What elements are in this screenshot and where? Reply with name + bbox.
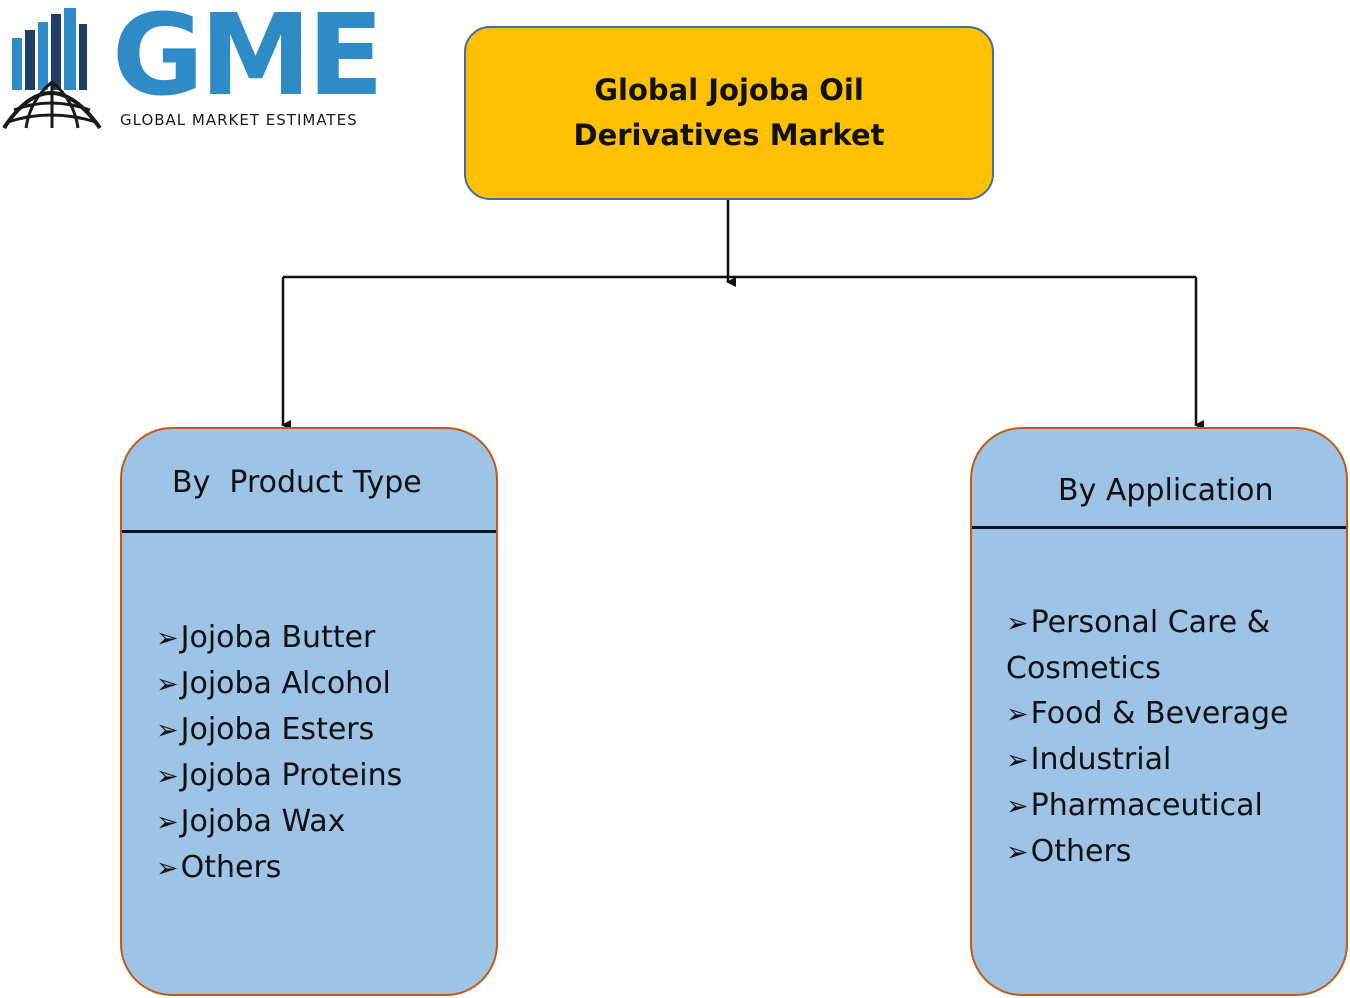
application-header: By Application bbox=[1058, 473, 1274, 508]
gme-logo: GME GLOBAL MARKET ESTIMATES bbox=[0, 0, 384, 135]
list-item: ➢Others bbox=[1006, 829, 1336, 875]
list-item-label: Food & Beverage bbox=[1030, 696, 1289, 731]
list-item: ➢Others bbox=[156, 845, 486, 891]
market-title: Global Jojoba Oil Derivatives Market bbox=[573, 73, 885, 152]
application-divider bbox=[972, 526, 1346, 529]
list-item: ➢Food & Beverage bbox=[1006, 691, 1336, 737]
list-item-label: Pharmaceutical bbox=[1030, 788, 1263, 823]
arrow-bullet-icon: ➢ bbox=[156, 761, 179, 792]
list-item-label: Jojoba Proteins bbox=[180, 758, 403, 793]
list-item: ➢Jojoba Wax bbox=[156, 799, 486, 845]
list-item-label: Others bbox=[1030, 834, 1132, 869]
arrow-bullet-icon: ➢ bbox=[1006, 837, 1029, 868]
arrow-bullet-icon: ➢ bbox=[1006, 699, 1029, 730]
list-item: ➢Pharmaceutical bbox=[1006, 783, 1336, 829]
list-item-label: Others bbox=[180, 850, 282, 885]
list-item: ➢Jojoba Proteins bbox=[156, 753, 486, 799]
list-item-label: Jojoba Alcohol bbox=[180, 666, 391, 701]
product-type-list: ➢Jojoba Butter➢Jojoba Alcohol➢Jojoba Est… bbox=[156, 615, 486, 891]
list-item-label: Personal Care & Cosmetics bbox=[1006, 605, 1271, 686]
arrow-bullet-icon: ➢ bbox=[1006, 791, 1029, 822]
arrow-bullet-icon: ➢ bbox=[156, 807, 179, 838]
market-title-box: Global Jojoba Oil Derivatives Market bbox=[464, 26, 994, 200]
list-item-label: Jojoba Butter bbox=[180, 620, 376, 655]
application-box: By Application ➢Personal Care & Cosmetic… bbox=[970, 427, 1348, 996]
logo-brand-text: GME bbox=[112, 0, 384, 121]
list-item: ➢Jojoba Alcohol bbox=[156, 661, 486, 707]
logo-tagline: GLOBAL MARKET ESTIMATES bbox=[120, 111, 358, 129]
list-item: ➢Jojoba Esters bbox=[156, 707, 486, 753]
arrow-bullet-icon: ➢ bbox=[156, 715, 179, 746]
list-item-label: Industrial bbox=[1030, 742, 1172, 777]
arrow-bullet-icon: ➢ bbox=[1006, 745, 1029, 776]
globe-skyline-icon bbox=[2, 8, 102, 130]
list-item: ➢Personal Care & Cosmetics bbox=[1006, 600, 1336, 691]
list-item: ➢Industrial bbox=[1006, 737, 1336, 783]
product-type-header: By Product Type bbox=[172, 465, 422, 500]
product-type-box: By Product Type ➢Jojoba Butter➢Jojoba Al… bbox=[120, 427, 498, 996]
list-item: ➢Jojoba Butter bbox=[156, 615, 486, 661]
arrow-bullet-icon: ➢ bbox=[156, 623, 179, 654]
list-item-label: Jojoba Esters bbox=[180, 712, 375, 747]
application-list: ➢Personal Care & Cosmetics➢Food & Bevera… bbox=[1006, 600, 1336, 875]
product-type-divider bbox=[122, 530, 496, 533]
arrow-bullet-icon: ➢ bbox=[156, 853, 179, 884]
arrow-bullet-icon: ➢ bbox=[1006, 608, 1029, 639]
arrow-bullet-icon: ➢ bbox=[156, 669, 179, 700]
list-item-label: Jojoba Wax bbox=[180, 804, 346, 839]
